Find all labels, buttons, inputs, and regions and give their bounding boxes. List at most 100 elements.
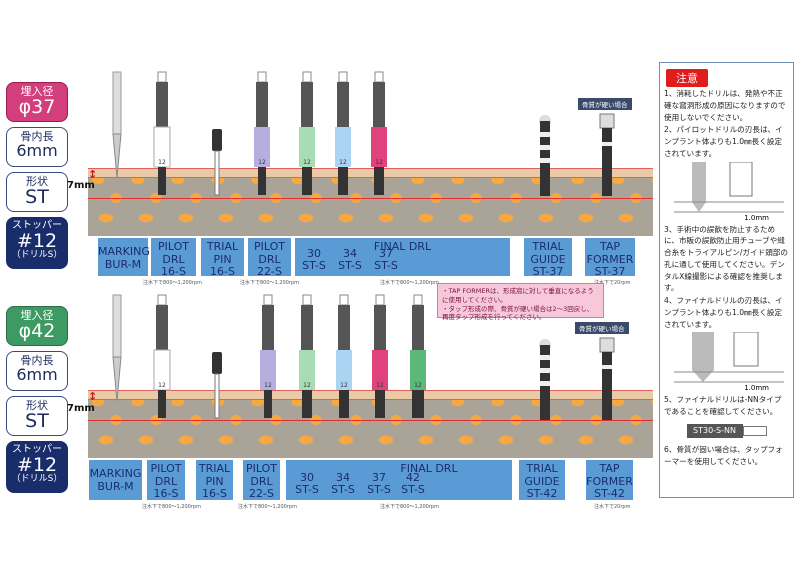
line3: ST-42 bbox=[526, 487, 558, 501]
diameter-value: φ42 bbox=[18, 319, 56, 342]
caution-item-4: 4、ファイナルドリルの刃長は、インプラント体よりも1.0㎜長く設定されています。 bbox=[664, 296, 783, 329]
rpm-note: 注水下で20rpm bbox=[594, 280, 631, 286]
final-length-figure: 1.0mm bbox=[664, 331, 789, 393]
pilot-drill-22-icon: 12 bbox=[254, 71, 270, 195]
trial-pin-16-icon bbox=[212, 352, 222, 419]
size: 34 bbox=[336, 470, 350, 484]
line1: TAP bbox=[599, 462, 620, 475]
tool-name: TRIAL bbox=[206, 240, 239, 253]
tool-line2: PIN bbox=[213, 252, 232, 266]
svg-text:12: 12 bbox=[303, 159, 311, 166]
hard-bone-tag: 骨質が硬い場合 bbox=[575, 322, 629, 334]
final-drill-37-icon: 12 bbox=[371, 71, 387, 195]
size: 42 bbox=[406, 470, 420, 484]
type: ST-S bbox=[374, 259, 398, 273]
rpm-note: 注水下で800～1,200rpm bbox=[380, 504, 439, 510]
diameter-badge: 埋入径 φ42 bbox=[6, 306, 68, 346]
type: ST-S bbox=[401, 483, 425, 497]
depth-arrow-icon: ↕ bbox=[88, 390, 98, 403]
tool-line2: DRL bbox=[250, 474, 273, 488]
pilot-drill-16-icon: 12 bbox=[153, 294, 171, 418]
tap-former-label: TAP FORMER ST-42 bbox=[586, 460, 633, 500]
drill-implant-diagram-icon bbox=[674, 161, 784, 213]
tool-line3: 22-S bbox=[257, 265, 282, 279]
final-drill-30-icon: 12 bbox=[299, 294, 315, 418]
svg-text:12: 12 bbox=[158, 382, 166, 389]
depth-arrow-icon: ↕ bbox=[88, 168, 98, 181]
length-value: 6mm bbox=[16, 364, 58, 384]
tool-line3: 16-S bbox=[202, 487, 227, 501]
line1: TRIAL bbox=[526, 462, 558, 475]
tool-line2: BUR-M bbox=[104, 257, 142, 271]
final-drill-30-icon: 12 bbox=[299, 71, 315, 195]
stopper-label: ストッパー bbox=[12, 444, 62, 455]
type: ST-S bbox=[302, 259, 326, 273]
shape-value: ST bbox=[25, 185, 49, 208]
trial-guide-icon bbox=[539, 339, 551, 420]
final-drill-34-icon: 12 bbox=[335, 71, 351, 195]
tap-former-label: TAP FORMER ST-37 bbox=[585, 238, 635, 279]
rpm-note: 注水下で800～1,200rpm bbox=[380, 280, 439, 286]
tool-line2: DRL bbox=[162, 252, 185, 266]
svg-text:12: 12 bbox=[414, 382, 422, 389]
caution-item-3: 3、手術中の誤飲を防止するために、市販の誤飲防止用チューブや縫合糸をトライアルピ… bbox=[664, 224, 788, 293]
rpm-note: 注水下で800～1,200rpm bbox=[240, 280, 299, 286]
caution-item-2: 2、パイロットドリルの刃長は、インプラント体よりも1.0㎜長く設定されています。 bbox=[664, 125, 783, 158]
length-label: 骨内長 bbox=[20, 130, 54, 143]
marking-bur-label: MARKING BUR-M bbox=[98, 238, 150, 276]
cortical-layer bbox=[88, 168, 653, 178]
shape-badge: 形状 ST bbox=[6, 396, 68, 436]
length-value: 6mm bbox=[16, 140, 58, 160]
stopper-sub: （ドリルS） bbox=[11, 474, 63, 485]
tool-line2: DRL bbox=[154, 474, 178, 488]
stopper-badge: ストッパー #12 （ドリルS） bbox=[6, 217, 68, 269]
shape-value: ST bbox=[25, 409, 49, 432]
line2: GUIDE bbox=[524, 474, 560, 488]
marking-bur-icon bbox=[112, 294, 122, 402]
fig2-label: 1.0mm bbox=[744, 384, 769, 393]
tool-name: MARKING bbox=[89, 467, 142, 480]
tool-name: PILOT bbox=[158, 240, 189, 253]
svg-text:12: 12 bbox=[375, 159, 383, 166]
final-drl-title: FINAL DRL bbox=[400, 462, 458, 475]
tool-line3: 16-S bbox=[210, 265, 235, 279]
bone-cross-section bbox=[88, 390, 653, 458]
line1: TAP bbox=[599, 240, 621, 253]
stopper-badge: ストッパー #12 （ドリルS） bbox=[6, 441, 68, 493]
trial-guide-label: TRIAL GUIDE ST-37 bbox=[524, 238, 572, 279]
tool-name: PILOT bbox=[254, 240, 285, 253]
length-badge: 骨内長 6mm bbox=[6, 351, 68, 391]
pilot-drl-16-label: PILOT DRL 16-S bbox=[147, 460, 185, 500]
drill-shank-icon bbox=[742, 426, 767, 437]
shape-label: 形状 bbox=[26, 399, 48, 412]
pilot-drl-16-label: PILOT DRL 16-S bbox=[151, 238, 196, 278]
final-drill-34-icon: 12 bbox=[336, 294, 352, 418]
pilot-drl-22-label: PILOT DRL 22-S bbox=[243, 460, 280, 500]
pilot-length-figure: 1.0mm bbox=[664, 161, 789, 222]
caution-header: 注意 bbox=[666, 69, 708, 87]
tools-illustration: 12 12 12 12 12 12 bbox=[112, 294, 615, 420]
line3: ST-37 bbox=[532, 265, 564, 279]
type: ST-S bbox=[331, 483, 355, 497]
tap-warning-line2: ・タップ形成の際、骨質が硬い場合は2～3回戻し、再度タップ形成を行ってください。 bbox=[442, 304, 594, 322]
depth-label: 7mm bbox=[67, 180, 95, 191]
trial-pin-16-icon bbox=[212, 129, 222, 196]
length-label: 骨内長 bbox=[20, 354, 54, 367]
stopper-sub: （ドリルS） bbox=[11, 250, 63, 261]
type: ST-S bbox=[367, 483, 391, 497]
pilot-drill-16-icon: 12 bbox=[153, 71, 171, 195]
final-drill-42-icon: 12 bbox=[410, 294, 426, 418]
rpm-note: 注水下で800～1,200rpm bbox=[142, 504, 201, 510]
fig1-label: 1.0mm bbox=[744, 213, 769, 222]
depth-line bbox=[88, 198, 653, 199]
line3: ST-37 bbox=[594, 265, 626, 279]
nn-drill-figure: ST30-S-NN bbox=[686, 424, 767, 439]
stopper-value: #12 bbox=[16, 453, 58, 476]
final-drl-title: FINAL DRL bbox=[373, 240, 432, 253]
diameter-value: φ37 bbox=[18, 95, 56, 118]
